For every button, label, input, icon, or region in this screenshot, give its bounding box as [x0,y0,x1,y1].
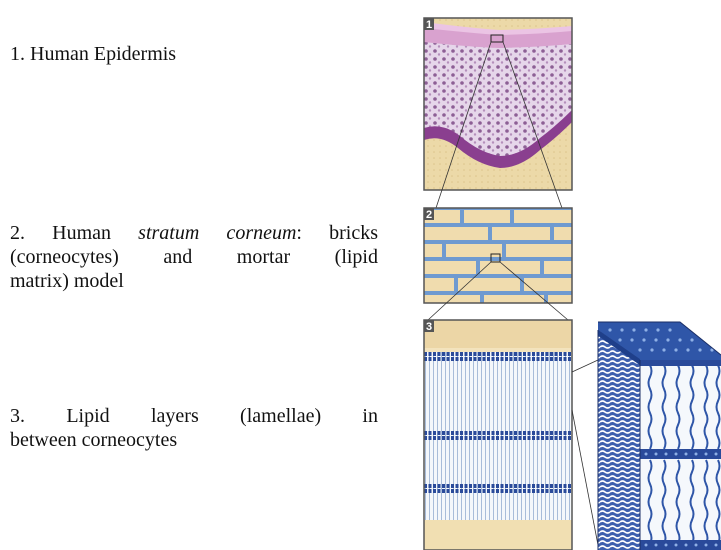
lipid-bilayer-cube [598,322,721,550]
panel-bricks-and-mortar: 2 [420,208,574,305]
zoom-line-lower-3 [572,410,598,545]
panel-1-number: 1 [426,19,432,31]
panel-epidermis: 1 [424,18,572,190]
panel-3-number: 3 [426,321,432,333]
panel-lipid-lamellae: 3 [424,320,572,550]
panel-2-number: 2 [426,209,432,221]
zoom-line-upper-3 [572,360,598,372]
